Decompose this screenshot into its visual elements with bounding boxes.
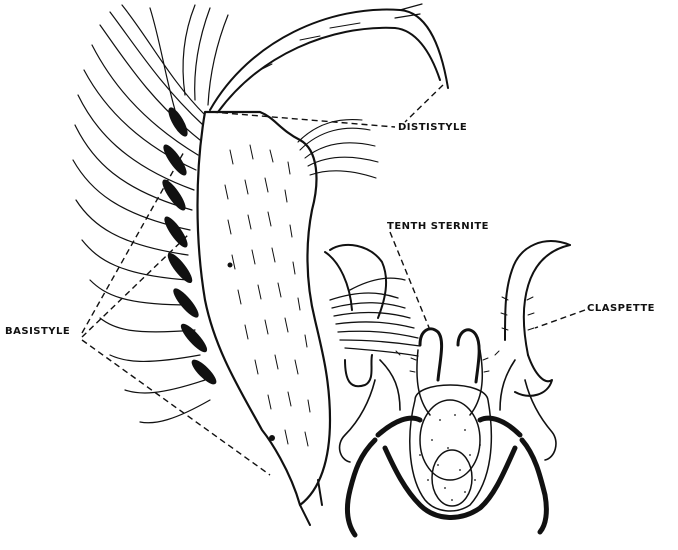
basal-lobe-setae [330, 278, 420, 356]
claspette-right [501, 241, 570, 396]
label-dististyle: DISTISTYLE [398, 122, 467, 133]
basistyle-body [198, 112, 331, 525]
label-claspette: CLASPETTE [587, 303, 655, 314]
aedeagus [410, 385, 492, 511]
basistyle-spines [160, 106, 219, 387]
label-basistyle: BASISTYLE [5, 326, 70, 337]
basistyle-setae [73, 5, 228, 423]
label-tenth-sternite: TENTH STERNITE [387, 221, 489, 232]
tenth-sternite [396, 329, 499, 415]
dististyle [210, 4, 448, 112]
